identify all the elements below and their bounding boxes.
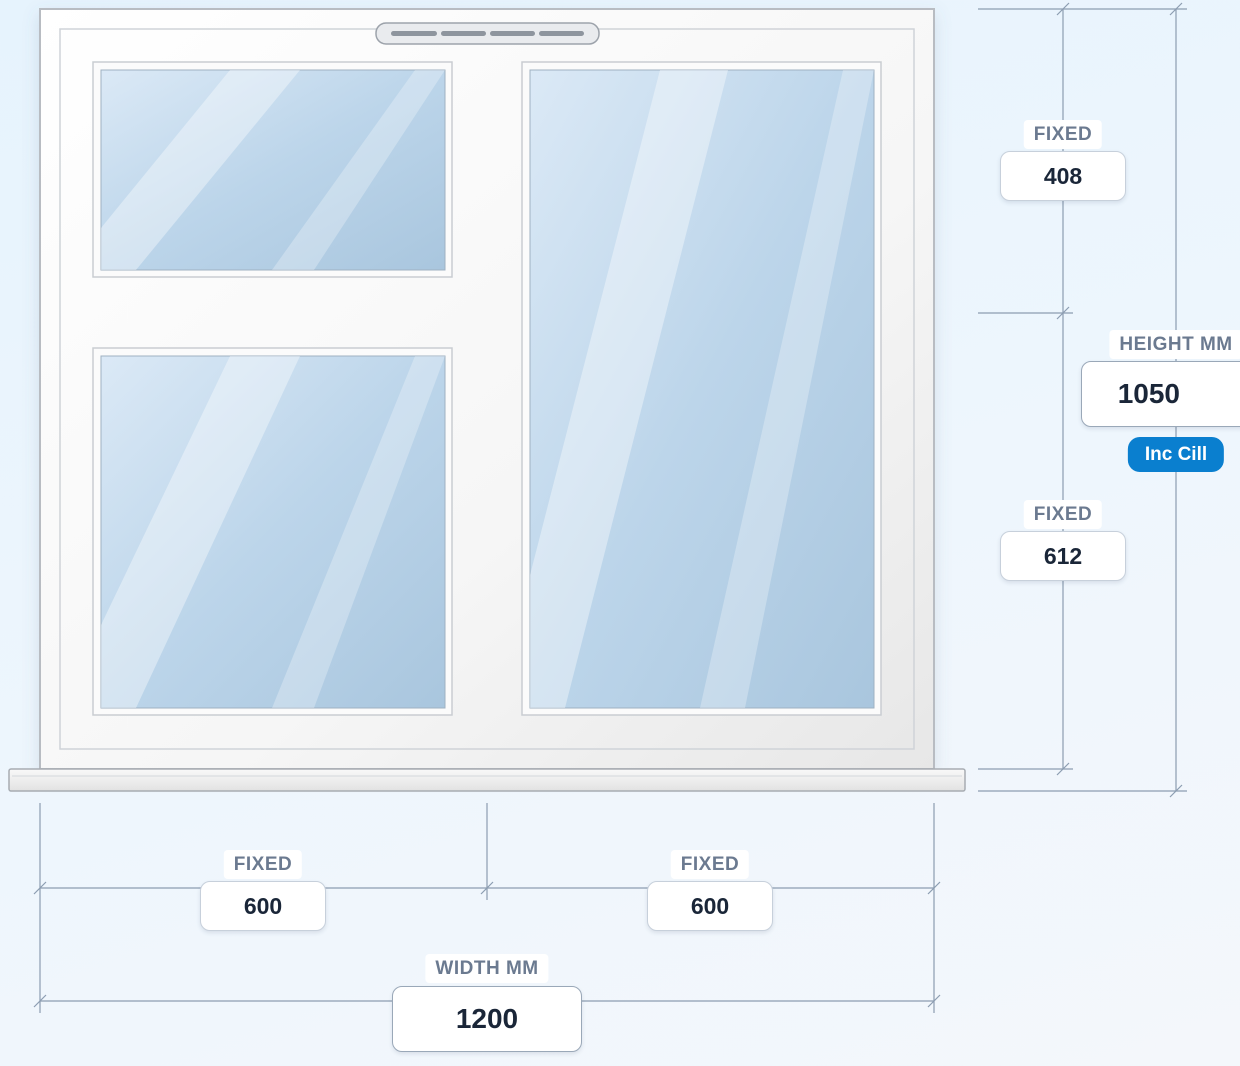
height-total-label: HEIGHT MM (1109, 330, 1240, 359)
bottom-left-pane (92, 347, 453, 716)
window-cill (8, 768, 966, 792)
right-pane (521, 61, 882, 716)
inc-cill-badge[interactable]: Inc Cill (1127, 437, 1225, 472)
left-section-label: FIXED (223, 850, 303, 879)
right-section-label: FIXED (670, 850, 750, 879)
top-left-pane (92, 61, 453, 278)
total-height-input[interactable]: 1050 (1081, 361, 1240, 427)
total-width-input[interactable]: 1200 (392, 986, 582, 1052)
width-total-label: WIDTH MM (425, 954, 549, 983)
top-section-label: FIXED (1023, 120, 1103, 149)
bottom-section-label: FIXED (1023, 500, 1103, 529)
right-section-width-input[interactable]: 600 (647, 881, 773, 931)
left-section-width-input[interactable]: 600 (200, 881, 326, 931)
trickle-vent-icon (375, 22, 600, 45)
bottom-section-height-input[interactable]: 612 (1000, 531, 1126, 581)
top-section-height-input[interactable]: 408 (1000, 151, 1126, 201)
